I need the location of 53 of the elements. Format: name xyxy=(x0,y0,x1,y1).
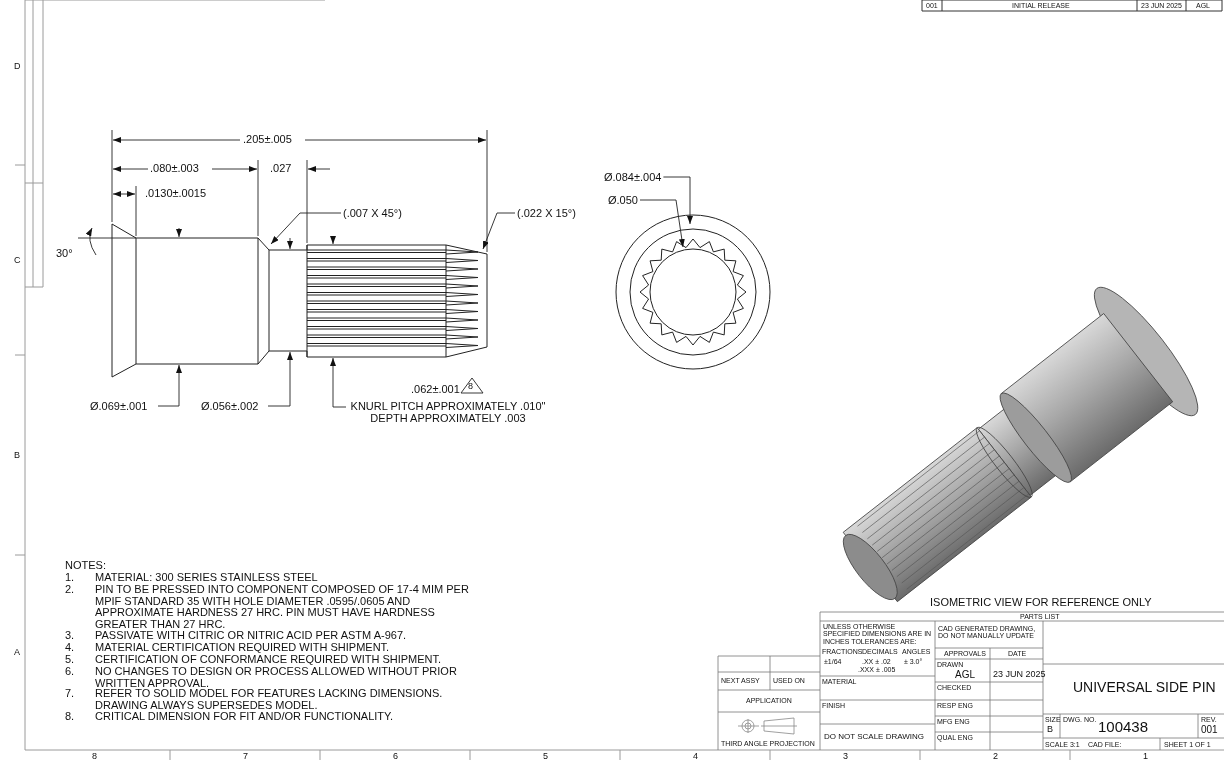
zone-number: 7 xyxy=(243,752,248,760)
callout-text: Ø.084±.004 xyxy=(604,171,662,184)
dimension-text: 30° xyxy=(56,248,73,260)
zone-number: 4 xyxy=(693,752,698,760)
note-number: 7. xyxy=(65,688,75,700)
title-block-text: AGL xyxy=(955,670,975,681)
dimension-text: Ø.069±.001 xyxy=(90,401,148,413)
dimension-text: .205±.005 xyxy=(243,134,292,146)
notes-heading: NOTES: xyxy=(65,560,106,572)
note-number: 5. xyxy=(65,654,75,666)
note-text: MATERIAL: 300 SERIES STAINLESS STEEL xyxy=(95,572,319,584)
dimension-text: .0130±.0015 xyxy=(145,188,207,200)
zone-number: 1 xyxy=(1143,752,1148,760)
view-caption: ISOMETRIC VIEW FOR REFERENCE ONLY xyxy=(930,597,1152,609)
note-text: PIN TO BE PRESSED INTO COMPONENT COMPOSED OF 17-4 MIM PER MPIF STANDARD 35 WITH HOLE DIAMETER .0595/.0605 AND APPROXIMATE HARDNESS 27 HRC. PIN MUST HAVE HARDNESS GREATER THAN 27 HRC. xyxy=(95,584,470,631)
zone-number: 3 xyxy=(843,752,848,760)
dimension-text: Ø.056±.002 xyxy=(201,401,259,413)
note-text: CRITICAL DIMENSION FOR FIT AND/OR FUNCTIONALITY. xyxy=(95,711,395,723)
zone-number: 2 xyxy=(993,752,998,760)
callout-text: (.022 X 15°) xyxy=(517,207,576,220)
note-number: 6. xyxy=(65,666,75,678)
side-view-drawing xyxy=(111,223,488,378)
note-number: 8. xyxy=(65,711,75,723)
title-block-text: 001 xyxy=(1201,725,1218,736)
end-view-drawing xyxy=(615,214,771,370)
dimension-text: .080±.003 xyxy=(150,163,199,175)
zone-letter: A xyxy=(14,648,20,658)
note-text: NO CHANGES TO DESIGN OR PROCESS ALLOWED WITHOUT PRIOR WRITTEN APPROVAL. xyxy=(95,666,458,689)
note-text: MATERIAL CERTIFICATION REQUIRED WITH SHIPMENT. xyxy=(95,642,391,654)
drawing-number: 100438 xyxy=(1098,719,1149,735)
callout-text: (.007 X 45°) xyxy=(343,207,402,220)
note-number: 3. xyxy=(65,630,75,642)
note-text: CERTIFICATION OF CONFORMANCE REQUIRED WITH SHIPMENT. xyxy=(95,654,443,666)
zone-number: 8 xyxy=(92,752,97,760)
dimension-text: .062±.001 xyxy=(411,384,460,396)
note-number: 2. xyxy=(65,584,75,596)
zone-number: 5 xyxy=(543,752,548,760)
note-text: REFER TO SOLID MODEL FOR FEATURES LACKING DIMENSIONS. DRAWING ALWAYS SUPERSEDES MODEL. xyxy=(95,688,444,712)
dimension-text: 8 xyxy=(468,382,473,392)
part-title: UNIVERSAL SIDE PIN xyxy=(1073,680,1216,695)
zone-number: 6 xyxy=(393,752,398,760)
callout-text: Ø.050 xyxy=(608,194,638,207)
note-number: 4. xyxy=(65,642,75,654)
knurl-note: KNURL PITCH APPROXIMATELY .010" DEPTH APPROXIMATELY .003 xyxy=(349,401,547,425)
title-block-text: 23 JUN 2025 xyxy=(993,670,1046,680)
zone-letter: B xyxy=(14,451,20,461)
dimension-text: .027 xyxy=(270,163,292,175)
zone-letter: D xyxy=(14,62,21,72)
title-block-text: DO NOT SCALE DRAWING xyxy=(824,733,924,742)
note-text: PASSIVATE WITH CITRIC OR NITRIC ACID PER ASTM A-967. xyxy=(95,630,408,642)
zone-letter: C xyxy=(14,256,21,266)
title-block-text: B xyxy=(1047,725,1053,735)
note-number: 1. xyxy=(65,572,75,584)
